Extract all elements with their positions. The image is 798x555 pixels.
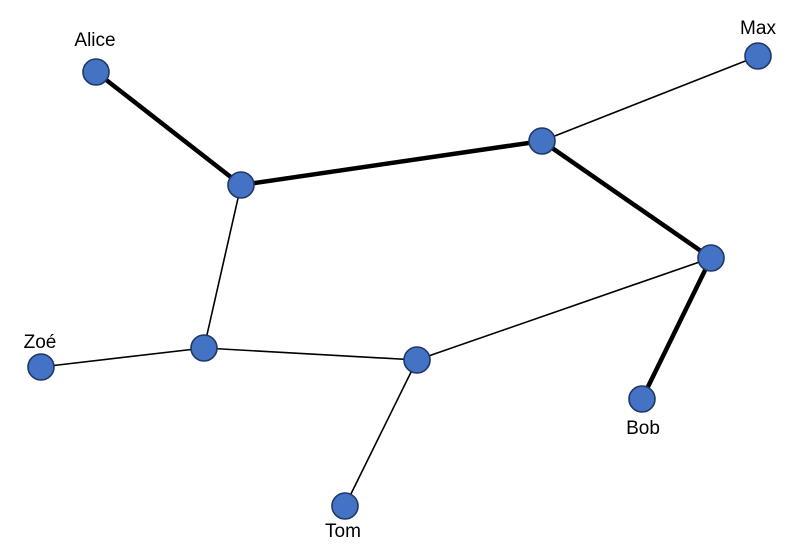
node-zoe bbox=[27, 353, 55, 381]
node-label-zoe: Zoé bbox=[24, 332, 57, 353]
node-max bbox=[744, 42, 772, 70]
edge-n5-n3 bbox=[416, 257, 712, 361]
node-label-tom: Tom bbox=[325, 521, 361, 542]
edge-n3-bob-highlighted bbox=[639, 257, 714, 400]
node-alice bbox=[82, 58, 110, 86]
node-n5 bbox=[403, 346, 431, 374]
edge-n1-n4 bbox=[203, 184, 242, 349]
edge-n1-n2-highlighted bbox=[240, 138, 543, 188]
node-n2 bbox=[528, 127, 556, 155]
edges-layer bbox=[40, 55, 759, 507]
node-label-bob: Bob bbox=[626, 418, 660, 439]
edge-alice-n1-highlighted bbox=[94, 70, 243, 187]
node-bob bbox=[628, 385, 656, 413]
node-n3 bbox=[697, 244, 725, 272]
node-n4 bbox=[190, 334, 218, 362]
edge-zoe-n4 bbox=[40, 347, 205, 368]
edge-n4-n5 bbox=[203, 347, 418, 361]
edge-n2-n3-highlighted bbox=[540, 139, 713, 260]
node-n1 bbox=[227, 171, 255, 199]
edge-n2-max bbox=[541, 55, 759, 142]
edge-n5-tom bbox=[344, 359, 418, 507]
node-label-alice: Alice bbox=[74, 30, 115, 51]
node-label-max: Max bbox=[740, 18, 776, 39]
node-tom bbox=[331, 492, 359, 520]
nodes-layer bbox=[27, 42, 772, 520]
